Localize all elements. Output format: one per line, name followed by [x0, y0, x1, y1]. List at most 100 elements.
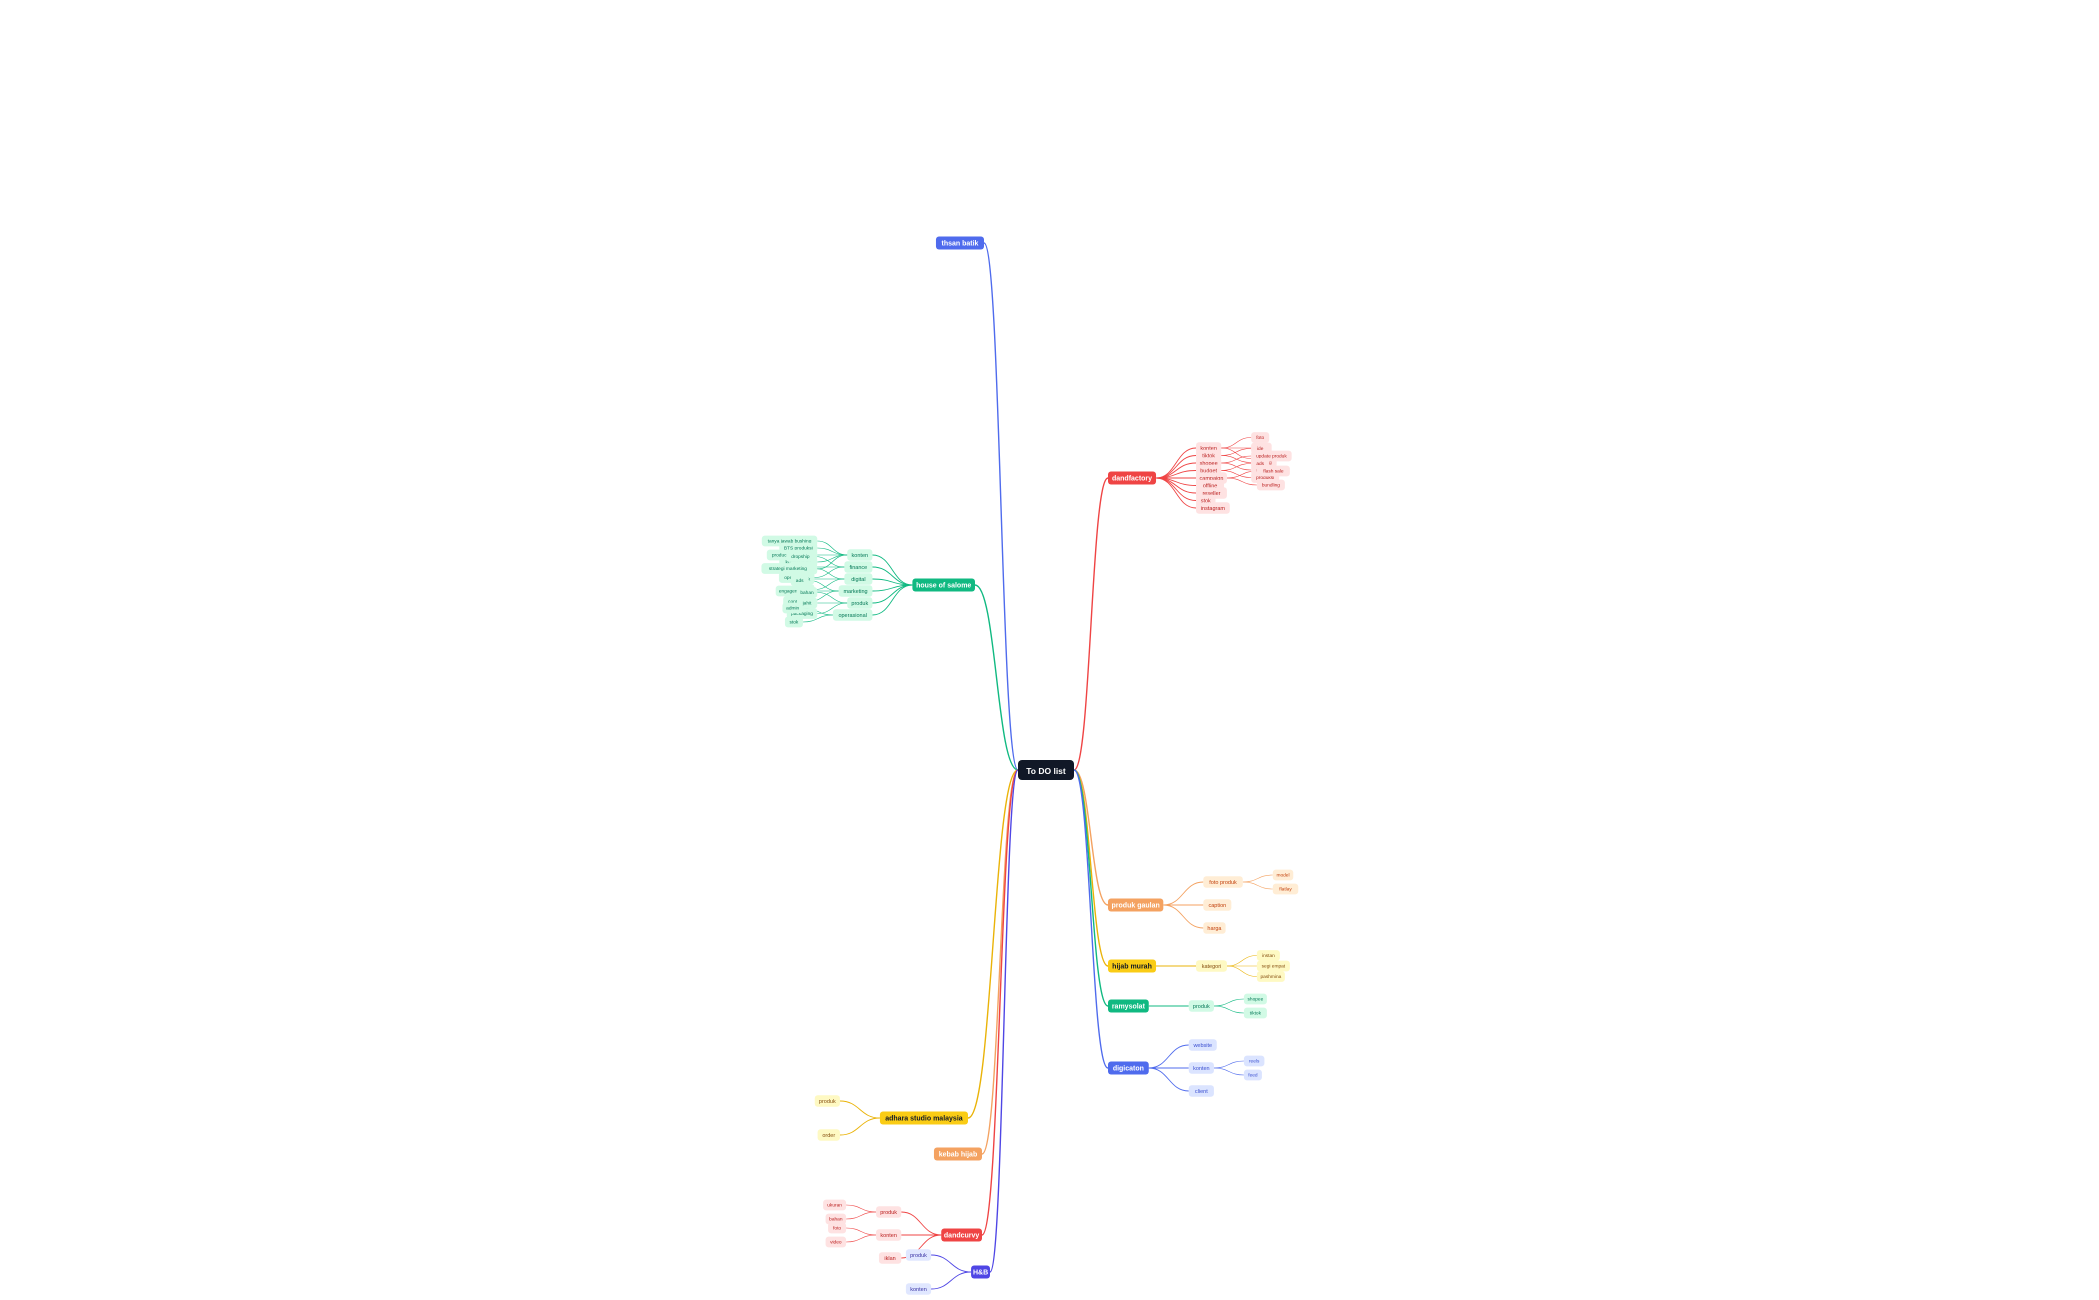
branch-house-of-salome-konten-bts-produksi-label: BTS produksi	[784, 546, 813, 552]
branch-dandcurvy[interactable]: dandcurvy	[941, 1228, 982, 1242]
branch-digicaton-konten-reels[interactable]: reels	[1243, 1055, 1265, 1067]
branch-house-of-salome-digital-label: digital	[851, 577, 865, 583]
branch-thsan-batik-box	[935, 236, 984, 250]
branch-dandcurvy-produk-ukuran-box	[823, 1199, 847, 1211]
branch-dandcurvy-konten-video[interactable]: video	[825, 1236, 847, 1248]
branch-house-of-salome-operasional-stok[interactable]: stok	[784, 616, 803, 628]
branch-house-of-salome[interactable]: house of salome	[912, 578, 975, 592]
branch-adhara-studio-malaysia-order[interactable]: order	[817, 1129, 840, 1141]
branch-adhara-studio-malaysia-produk-link	[839, 1100, 880, 1119]
branch-dandcurvy-produk-ukuran-label: ukuran	[827, 1203, 842, 1209]
branch-house-of-salome-produk[interactable]: produk	[847, 597, 873, 609]
branch-house-of-salome-digital-iklan-link	[814, 578, 845, 590]
branch-house-of-salome-produk-jahit-label: jahit	[802, 601, 812, 607]
branch-dandcurvy-konten-video-label: video	[830, 1240, 842, 1246]
branch-produk-gaulan-harga[interactable]: harga	[1203, 922, 1226, 934]
branch-dandfactory-tiktok-ide-link	[1221, 448, 1252, 456]
branch-h-b-produk[interactable]: produk	[905, 1249, 932, 1261]
branch-house-of-salome-finance[interactable]: finance	[844, 561, 873, 573]
branch-kebab-hijab-label: kebab hijab	[939, 1151, 978, 1158]
branch-dandcurvy-produk-ukuran-link	[846, 1204, 877, 1213]
branch-hijab-murah-kategori-pashmina-box	[1256, 971, 1285, 982]
branch-dandcurvy-konten-foto[interactable]: foto	[828, 1222, 847, 1234]
branch-dandcurvy-produk-ukuran[interactable]: ukuran	[823, 1199, 847, 1211]
branch-dandcurvy-produk-label: produk	[880, 1210, 897, 1216]
branch-digicaton-link	[1073, 769, 1109, 1069]
branch-produk-gaulan-foto-produk-flatlay-box	[1272, 883, 1299, 895]
center-node[interactable]: To DO list	[1018, 760, 1074, 780]
branch-house-of-salome-konten-tanya-jawab-bushing-link	[817, 540, 848, 556]
branch-dandcurvy-konten[interactable]: konten	[876, 1229, 902, 1241]
branch-h-b[interactable]: H&B	[971, 1265, 990, 1279]
branch-hijab-murah-kategori-segi-empat[interactable]: segi empat	[1256, 960, 1290, 972]
branch-produk-gaulan-foto-produk-flatlay-label: flatlay	[1279, 887, 1292, 893]
branch-h-b-produk-label: produk	[910, 1253, 927, 1259]
branch-dandcurvy-produk-bahan[interactable]: bahan	[825, 1213, 847, 1225]
branch-kebab-hijab-link	[981, 769, 1019, 1155]
branch-digicaton-konten-feed[interactable]: feed	[1243, 1069, 1262, 1081]
branch-dandcurvy-iklan[interactable]: iklan	[878, 1252, 902, 1264]
branch-hijab-murah-kategori[interactable]: kategori	[1196, 960, 1227, 972]
branch-ramysolat-link	[1073, 769, 1109, 1007]
branch-digicaton-client[interactable]: client	[1188, 1085, 1214, 1097]
branch-digicaton[interactable]: digicaton	[1108, 1061, 1149, 1075]
branch-hijab-murah[interactable]: hijab murah	[1108, 959, 1157, 973]
branch-adhara-studio-malaysia-box	[879, 1111, 968, 1125]
branch-dandfactory-instagram[interactable]: instagram	[1196, 502, 1230, 514]
branch-produk-gaulan-foto-produk-model[interactable]: model	[1272, 869, 1294, 881]
branch-house-of-salome-operasional[interactable]: operasional	[832, 609, 873, 621]
branch-dandfactory-campaign-flash-sale[interactable]: flash sale	[1256, 465, 1290, 477]
branch-kebab-hijab[interactable]: kebab hijab	[933, 1147, 982, 1161]
branch-hijab-murah-kategori-pashmina[interactable]: pashmina	[1256, 971, 1285, 982]
branch-ramysolat-produk-tiktok-label: tiktok	[1250, 1011, 1262, 1017]
branch-thsan-batik[interactable]: thsan batik	[935, 236, 984, 250]
branch-digicaton-konten[interactable]: konten	[1188, 1062, 1214, 1074]
branch-dandfactory-konten-foto[interactable]: foto	[1251, 432, 1270, 443]
branch-digicaton-website-label: website	[1192, 1043, 1212, 1049]
branch-house-of-salome-konten[interactable]: konten	[847, 549, 873, 561]
branch-digicaton-konten-feed-box	[1243, 1069, 1262, 1081]
branch-dandcurvy-konten-video-link	[846, 1234, 877, 1243]
branch-adhara-studio-malaysia[interactable]: adhara studio malaysia	[879, 1111, 968, 1125]
branch-house-of-salome-finance-operasional-link	[814, 566, 845, 578]
branch-produk-gaulan-box	[1108, 898, 1164, 912]
branch-produk-gaulan[interactable]: produk gaulan	[1108, 898, 1164, 912]
branch-produk-gaulan-caption[interactable]: caption	[1203, 899, 1232, 911]
branch-house-of-salome-digital-strategi-marketing[interactable]: strategi marketing	[761, 563, 815, 574]
branch-produk-gaulan-foto-produk-flatlay[interactable]: flatlay	[1272, 883, 1299, 895]
branch-house-of-salome-operasional-admin[interactable]: admin	[782, 602, 803, 614]
branch-dandfactory-instagram-link	[1156, 477, 1197, 509]
branch-h-b-konten[interactable]: konten	[905, 1283, 932, 1295]
branch-dandcurvy-iklan-box	[878, 1252, 902, 1264]
branch-digicaton-client-link	[1148, 1067, 1189, 1092]
branch-h-b-link	[989, 769, 1019, 1273]
branch-hijab-murah-kategori-pashmina-link	[1226, 965, 1257, 977]
branch-h-b-produk-box	[905, 1249, 932, 1261]
branch-ramysolat-produk[interactable]: produk	[1188, 1000, 1214, 1012]
branch-dandfactory-shopee-iklan-link	[1221, 462, 1252, 471]
branch-house-of-salome-digital[interactable]: digital	[844, 573, 873, 585]
branch-hijab-murah-kategori-instan[interactable]: instan	[1256, 950, 1280, 961]
branch-house-of-salome-marketing-ads-label: ads	[796, 578, 804, 584]
branch-dandcurvy-produk-box	[876, 1206, 902, 1218]
branch-house-of-salome-marketing[interactable]: marketing	[838, 585, 873, 597]
branch-produk-gaulan-foto-produk[interactable]: foto produk	[1203, 876, 1243, 888]
branch-house-of-salome-produk-bahan-link	[817, 592, 848, 604]
branch-house-of-salome-produk-bahan[interactable]: bahan	[796, 587, 818, 598]
branch-adhara-studio-malaysia-produk[interactable]: produk	[814, 1095, 840, 1107]
branch-ramysolat-produk-tiktok[interactable]: tiktok	[1243, 1007, 1267, 1019]
branch-hijab-murah-label: hijab murah	[1112, 963, 1152, 970]
branch-dandcurvy-produk[interactable]: produk	[876, 1206, 902, 1218]
branch-dandfactory-campaign-bundling[interactable]: bundling	[1256, 479, 1285, 491]
branch-digicaton-website[interactable]: website	[1188, 1039, 1217, 1051]
branch-ramysolat-produk-box	[1188, 1000, 1214, 1012]
branch-house-of-salome-operasional-link	[872, 584, 913, 616]
branch-house-of-salome-finance-dropship[interactable]: dropship	[786, 551, 815, 562]
branch-house-of-salome-marketing-ads[interactable]: ads	[790, 575, 809, 586]
branch-ramysolat-produk-shopee[interactable]: shopee	[1243, 993, 1267, 1005]
branch-dandcurvy-produk-bahan-link	[846, 1211, 877, 1220]
branch-dandfactory-shopee-update-produk-link	[1221, 455, 1252, 464]
branch-dandfactory[interactable]: dandfactory	[1108, 471, 1157, 485]
branch-ramysolat[interactable]: ramysolat	[1108, 999, 1149, 1013]
